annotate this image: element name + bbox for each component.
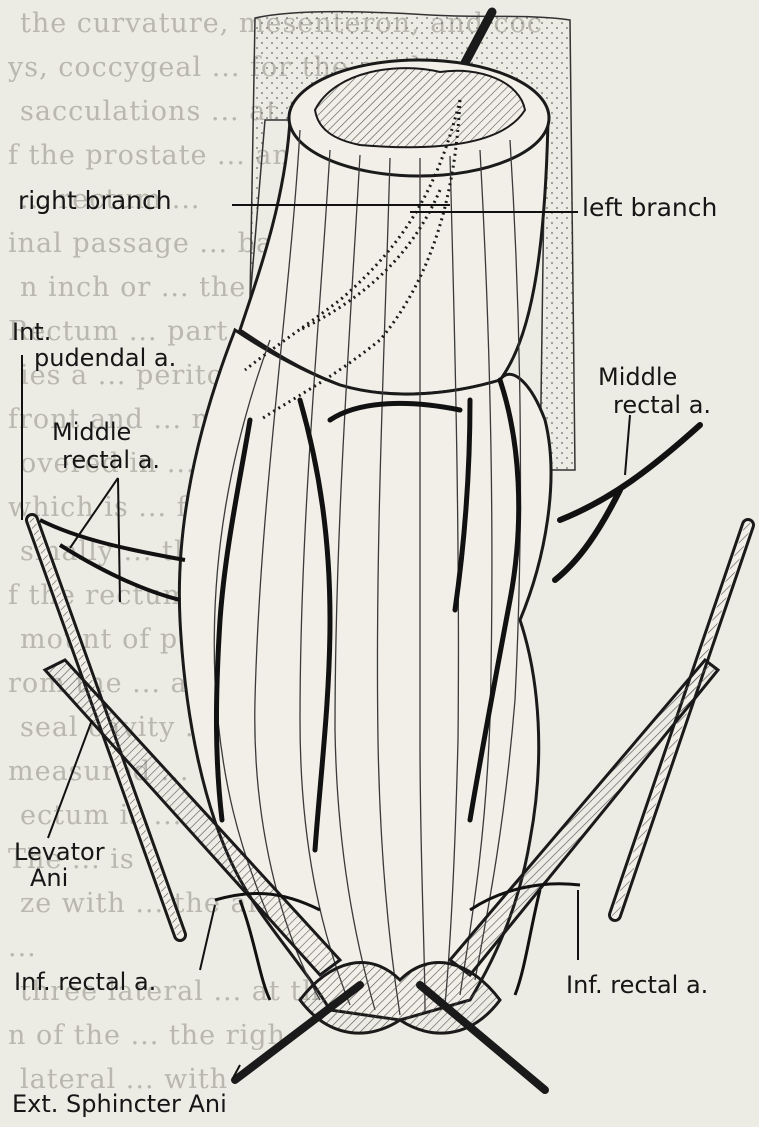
label-int-pudendal-line1: Int.	[12, 320, 51, 345]
label-ext-sphincter: Ext. Sphincter Ani	[12, 1092, 227, 1117]
label-right-branch: right branch	[18, 188, 172, 214]
label-inf-rectal-right: Inf. rectal a.	[566, 973, 708, 998]
external-sphincter	[235, 963, 545, 1090]
label-levator-line1: Levator	[14, 840, 105, 865]
label-middle-rectal-right-line2: rectal a.	[613, 393, 711, 418]
label-middle-rectal-left-line2: rectal a.	[62, 448, 160, 473]
label-middle-rectal-right-line1: Middle	[598, 365, 677, 390]
lumen-contents	[315, 68, 525, 147]
label-int-pudendal-line2: pudendal a.	[34, 346, 176, 371]
internal-pudendal-artery-right	[615, 525, 748, 915]
label-left-branch: left branch	[582, 195, 717, 221]
label-inf-rectal-left: Inf. rectal a.	[14, 970, 156, 995]
label-middle-rectal-left-line1: Middle	[52, 420, 131, 445]
label-levator-line2: Ani	[30, 866, 68, 891]
